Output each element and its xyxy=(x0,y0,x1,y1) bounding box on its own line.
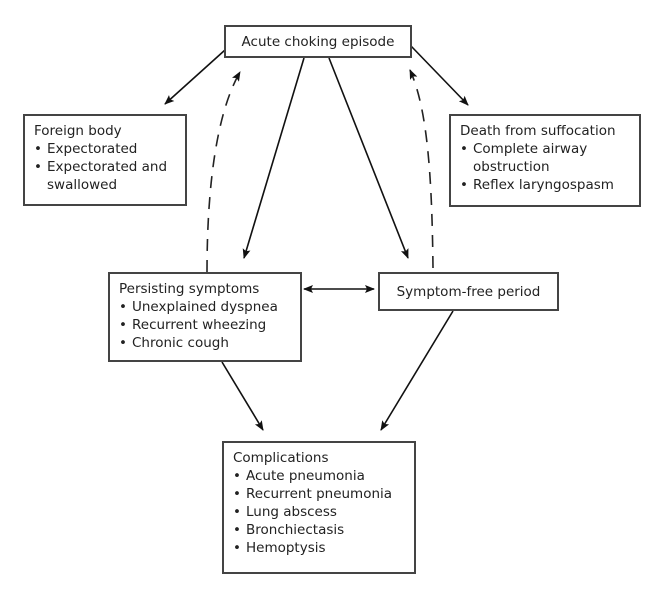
list-item: Expectorated and swallowed xyxy=(34,158,176,194)
list-item: Hemoptysis xyxy=(233,539,405,557)
arrow-persisting-to-complications xyxy=(221,361,264,431)
node-title: Death from suffocation xyxy=(460,123,616,139)
node-title: Symptom-free period xyxy=(396,284,541,300)
list-item: Lung abscess xyxy=(233,503,405,521)
dashed-arrow-persisting-to-acute xyxy=(206,71,241,273)
node-acute-choking-episode: Acute choking episode xyxy=(224,25,412,58)
node-title: Foreign body xyxy=(34,123,122,139)
list-item: Acute pneumonia xyxy=(233,467,405,485)
node-symptom-free-period: Symptom-free period xyxy=(378,272,559,311)
list-item: Reflex laryngospasm xyxy=(460,176,630,194)
list-item: Complete airway obstruction xyxy=(460,140,630,176)
list-item: Bronchiectasis xyxy=(233,521,405,539)
dashed-arrow-symptomfree-to-acute xyxy=(409,69,434,269)
list-item: Unexplained dyspnea xyxy=(119,298,291,316)
node-complications: Complications Acute pneumonia Recurrent … xyxy=(222,441,416,574)
arrow-acute-to-foreign xyxy=(164,49,226,105)
arrow-acute-to-symptomfree xyxy=(328,57,409,259)
arrow-acute-to-death xyxy=(410,45,469,106)
list-item: Recurrent pneumonia xyxy=(233,485,405,503)
node-title: Persisting symptoms xyxy=(119,281,260,297)
list-item: Expectorated xyxy=(34,140,176,158)
node-death-from-suffocation: Death from suffocation Complete airway o… xyxy=(449,114,641,207)
arrow-acute-to-persisting xyxy=(242,57,305,259)
list-item: Chronic cough xyxy=(119,334,291,352)
node-persisting-symptoms: Persisting symptoms Unexplained dyspnea … xyxy=(108,272,302,362)
node-title: Acute choking episode xyxy=(241,34,395,50)
node-item-list: Complete airway obstruction Reflex laryn… xyxy=(460,140,630,194)
node-item-list: Unexplained dyspnea Recurrent wheezing C… xyxy=(119,298,291,352)
node-title: Complications xyxy=(233,450,329,466)
node-foreign-body: Foreign body Expectorated Expectorated a… xyxy=(23,114,187,206)
node-item-list: Acute pneumonia Recurrent pneumonia Lung… xyxy=(233,467,405,557)
node-item-list: Expectorated Expectorated and swallowed xyxy=(34,140,176,194)
list-item: Recurrent wheezing xyxy=(119,316,291,334)
arrow-symptomfree-to-complications xyxy=(380,310,454,431)
